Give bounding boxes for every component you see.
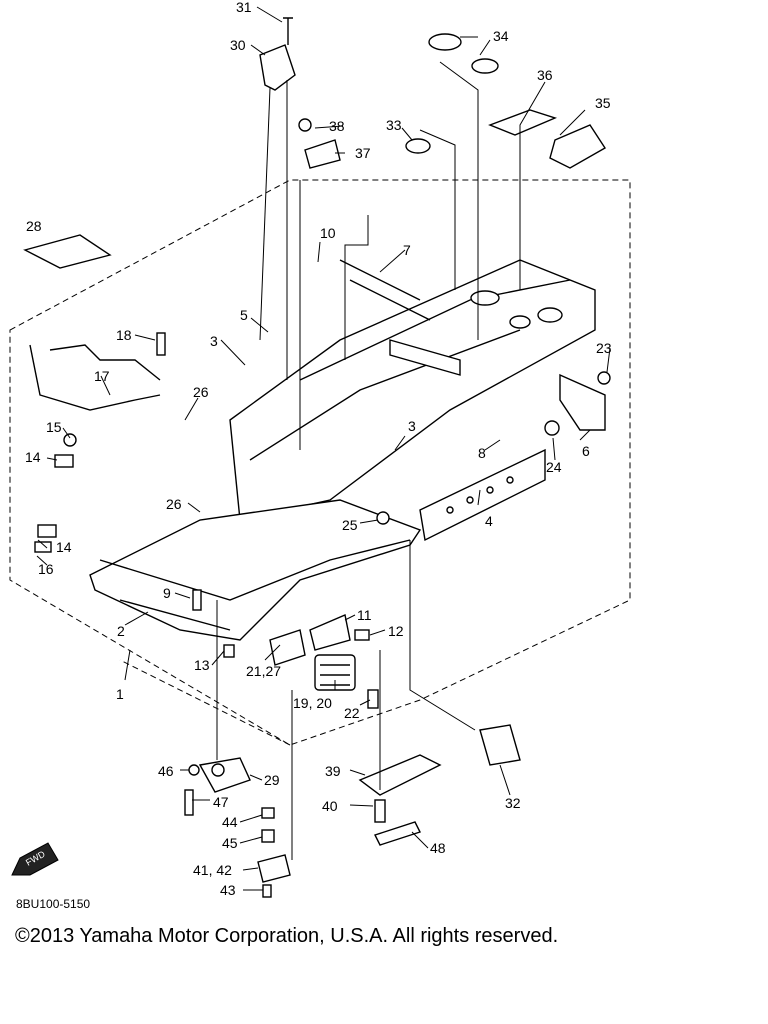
callout-35: 35 [595,95,611,111]
leader-lines [36,6,611,891]
callout-32: 32 [505,795,521,811]
callout-37: 37 [355,145,371,161]
callout-2: 2 [117,623,125,639]
bracket-6 [559,373,606,431]
callout-23: 23 [596,340,612,356]
callout-21-27: 21,27 [246,663,281,679]
callout-17: 17 [94,368,110,384]
engine-mounts [269,614,356,691]
callout-5: 5 [240,307,248,323]
callout-26b: 26 [166,496,182,512]
callout-12: 12 [388,623,404,639]
callout-8: 8 [478,445,486,461]
callout-26a: 26 [193,384,209,400]
hardware [34,332,611,709]
assembly-boundary [9,179,631,746]
callout-18: 18 [116,327,132,343]
callout-1: 1 [116,686,124,702]
lower-parts [184,724,521,898]
callout-19-20: 19, 20 [293,695,332,711]
callout-14a: 14 [25,449,41,465]
callout-40: 40 [322,798,338,814]
callout-25: 25 [342,517,358,533]
copyright-notice: ©2013 Yamaha Motor Corporation, U.S.A. A… [15,925,559,947]
callout-9: 9 [163,585,171,601]
callout-15: 15 [46,419,62,435]
callout-24: 24 [546,459,562,475]
callout-41-42: 41, 42 [193,862,232,878]
callout-7: 7 [403,242,411,258]
side-rail [419,448,546,542]
callout-14b: 14 [56,539,72,555]
lower-frame [89,499,422,641]
callout-44: 44 [222,814,238,830]
callout-33: 33 [386,117,402,133]
callout-38: 38 [329,118,345,134]
callout-22: 22 [344,705,360,721]
callout-48: 48 [430,840,446,856]
callout-3b: 3 [408,418,416,434]
callouts: 31 30 34 36 35 33 38 37 28 10 7 5 18 3 2… [25,0,612,898]
callout-45: 45 [222,835,238,851]
top-parts [23,17,606,269]
callout-34: 34 [493,28,509,44]
callout-46: 46 [158,763,174,779]
callout-11: 11 [357,607,372,623]
callout-28: 28 [26,218,42,234]
callout-6: 6 [582,443,590,459]
callout-29: 29 [264,772,280,788]
callout-16: 16 [38,561,54,577]
callout-10: 10 [320,225,336,241]
callout-4: 4 [485,513,493,529]
callout-36: 36 [537,67,553,83]
diagram-code: 8BU100-5150 [16,897,91,911]
handle-bar-17 [29,344,161,411]
callout-39: 39 [325,763,341,779]
callout-47: 47 [213,794,229,810]
callout-30: 30 [230,37,246,53]
callout-31: 31 [236,0,252,15]
callout-3a: 3 [210,333,218,349]
fwd-arrow-icon: FWD [11,842,59,876]
callout-13: 13 [194,657,210,673]
callout-43: 43 [220,882,236,898]
